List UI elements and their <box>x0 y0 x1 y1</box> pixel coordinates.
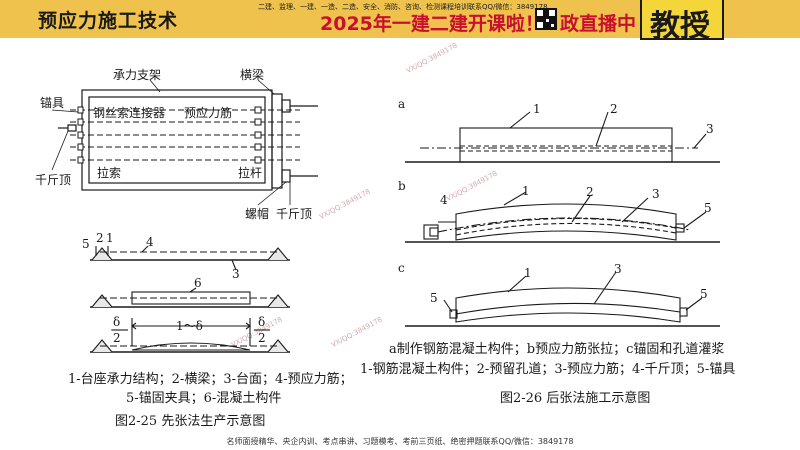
stage-two <box>90 287 290 308</box>
qr-code-icon <box>535 8 557 30</box>
fig25-caption: 图2-25 先张法生产示意图 <box>115 413 265 429</box>
anchor-left <box>449 309 458 319</box>
beam-anchor-bottom <box>281 169 291 183</box>
label-beam: 横梁 <box>240 67 264 82</box>
label-jack: 千斤顶 <box>35 173 71 187</box>
fig25-legend-2: 5-锚固夹具；6-混凝土构件 <box>126 390 281 406</box>
c-num-5-left: 5 <box>430 291 438 305</box>
jack-body <box>423 224 439 240</box>
b-num-2: 2 <box>586 185 594 199</box>
stage-one <box>90 245 290 271</box>
num-1: 1 <box>106 231 114 245</box>
delta-right: δ <box>258 315 265 329</box>
label-tendon: 预应力筋 <box>184 105 232 120</box>
num-6: 6 <box>194 276 202 290</box>
num-3: 3 <box>232 267 240 281</box>
stage-a-label: a <box>398 97 405 111</box>
delta-left: δ <box>113 315 120 329</box>
label-connector: 钢丝索连接器 <box>93 105 165 120</box>
contact-banner: 二建、监理、一建、一造、二造、安全、消防、咨询、检测课程培训联系QQ/微信：38… <box>258 3 548 11</box>
footer-banner: 名师面授精华、央企内训、考点串讲、习题模考、考前三页纸、绝密押题联系QQ/微信：… <box>226 437 574 446</box>
shrink-range: 1～δ <box>176 319 203 333</box>
fig26-caption: 图2-26 后张法施工示意图 <box>500 390 650 406</box>
post-stage-b <box>405 191 720 243</box>
fig25-legend-1: 1-台座承力结构；2-横梁；3-台面；4-预应力筋； <box>68 371 353 387</box>
post-stage-a <box>405 111 720 163</box>
post-stage-c <box>405 271 720 327</box>
c-num-1: 1 <box>524 266 532 280</box>
jack-body-left <box>67 124 77 132</box>
anchor-blocks <box>77 106 262 164</box>
cambered-member <box>131 342 251 351</box>
b-num-4: 4 <box>440 193 448 207</box>
two-left: 2 <box>113 331 121 345</box>
num-5: 5 <box>82 237 90 251</box>
stage-three <box>90 318 290 353</box>
stage-c-label: c <box>398 261 405 275</box>
label-anchor: 锚具 <box>40 95 64 110</box>
teaching-badge: 教授 <box>640 0 724 44</box>
label-jack2: 千斤顶 <box>276 207 312 221</box>
bearing-frame-inner <box>88 96 266 184</box>
label-cable: 拉索 <box>97 165 121 180</box>
label-nut: 螺帽 <box>245 206 269 221</box>
fig26-legend-2: 1-钢筋混凝土构件；2-预留孔道；3-预应力筋；4-千斤顶；5-锚具 <box>360 361 735 377</box>
a-num-3: 3 <box>706 122 714 136</box>
live-text: 政直播中 <box>560 13 637 35</box>
tendons <box>70 109 300 161</box>
a-num-1: 1 <box>533 102 541 116</box>
b-num-3: 3 <box>652 187 660 201</box>
a-num-2: 2 <box>610 102 618 116</box>
promo-text: 2025年一建二建开课啦！ <box>320 13 544 35</box>
stage-b-label: b <box>398 179 406 193</box>
fig26-legend-1: a制作钢筋混凝土构件；b预应力筋张拉；c锚固和孔道灌浆 <box>389 341 724 357</box>
c-num-5-right: 5 <box>700 287 708 301</box>
c-num-3: 3 <box>614 262 622 276</box>
label-rod: 拉杆 <box>238 165 262 180</box>
two-right: 2 <box>258 331 266 345</box>
leader-lines <box>51 79 291 206</box>
label-support: 承力支架 <box>113 68 161 82</box>
anchor-right-c <box>679 307 688 317</box>
b-num-1: 1 <box>522 184 530 198</box>
num-2: 2 <box>96 231 104 245</box>
page-title: 预应力施工技术 <box>38 10 179 32</box>
cross-beam <box>271 93 283 189</box>
b-num-5: 5 <box>704 201 712 215</box>
badge-label: 教授 <box>650 9 710 44</box>
num-4: 4 <box>146 235 154 249</box>
pretension-frame <box>58 89 318 191</box>
